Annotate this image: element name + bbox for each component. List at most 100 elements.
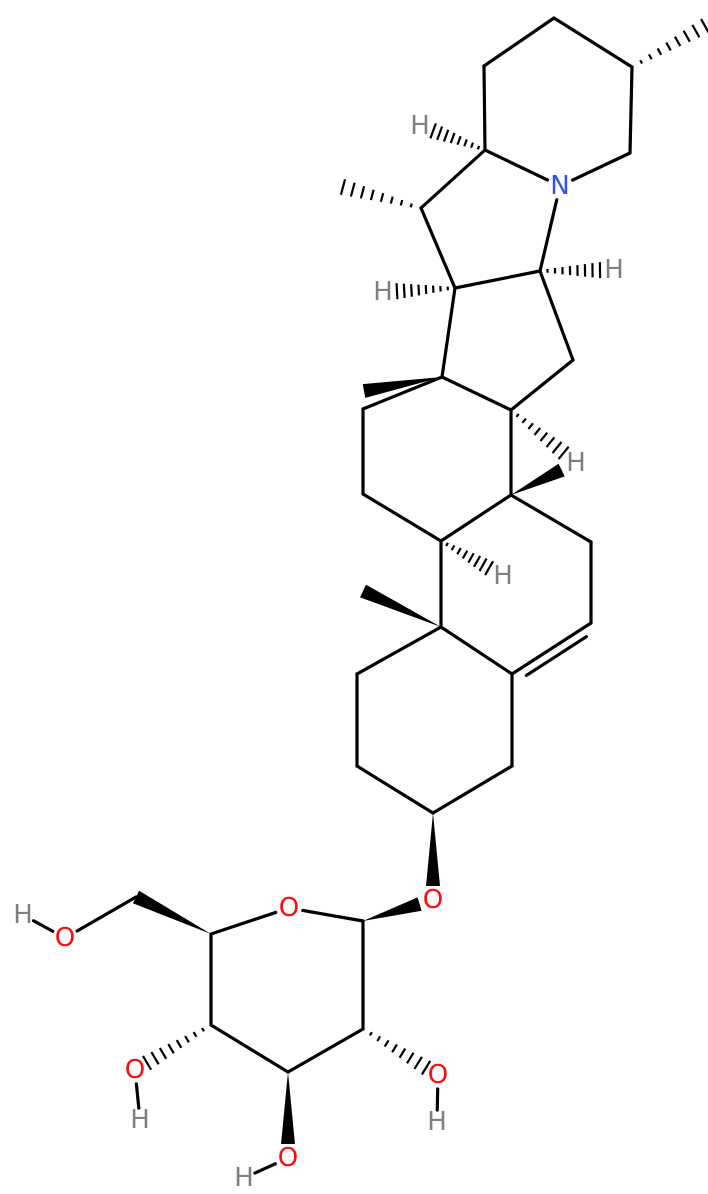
- hash-stroke: [368, 1031, 373, 1037]
- hash-stroke: [349, 182, 356, 197]
- hydrogen-hash-bond: [429, 122, 487, 152]
- hydrogen-hash-bond: [439, 539, 494, 576]
- hydroxyl-hash-bond: [361, 1027, 432, 1076]
- hydrogen-wedge-bond: [511, 463, 565, 495]
- bond-ring-f: [482, 64, 487, 152]
- bond-ring-d: [509, 358, 575, 412]
- bond-ring-e: [453, 269, 542, 290]
- hash-stroke: [445, 542, 449, 547]
- bond-sugar-ring: [209, 910, 278, 936]
- ch2oh-wedge-bond: [132, 890, 211, 934]
- hydrogen-label: H: [373, 277, 393, 307]
- hash-stroke: [359, 185, 366, 199]
- bond-ring-d: [440, 375, 513, 412]
- hash-stroke: [142, 1055, 153, 1071]
- hash-stroke: [409, 203, 413, 208]
- hash-stroke: [419, 206, 423, 210]
- methyl-wedge-bond: [360, 584, 441, 627]
- hash-stroke: [450, 544, 456, 551]
- hydrogen-label: H: [410, 111, 430, 141]
- hydrogen-hash-bond: [395, 283, 457, 300]
- hash-stroke: [429, 122, 437, 139]
- bond-ring-c: [361, 375, 444, 411]
- hydrogen-label: H: [493, 561, 513, 591]
- ring-oxygen-label: O: [279, 893, 299, 923]
- bond-ring-c: [439, 493, 513, 543]
- hash-stroke: [665, 42, 672, 51]
- hash-stroke: [383, 1039, 390, 1048]
- bond-ring-e: [419, 148, 487, 210]
- glycosidic-oxygen-label: O: [423, 885, 443, 915]
- hydroxyl-oxygen-label: O: [278, 1143, 298, 1173]
- hash-stroke: [467, 552, 475, 564]
- hash-stroke: [184, 1035, 190, 1043]
- double-bond-line: [524, 635, 589, 678]
- hydrogen-hash-bond: [509, 408, 570, 460]
- hydrogen-hash-bond: [538, 262, 602, 279]
- hydrogen-label: H: [566, 448, 586, 478]
- hash-stroke: [478, 557, 488, 572]
- bond-ring-b: [509, 493, 593, 544]
- hash-stroke: [395, 283, 399, 300]
- bonds: [31, 16, 634, 1175]
- bond-ring-b: [439, 625, 514, 676]
- bond-ring-a: [431, 764, 514, 815]
- methyl-hash-bond: [630, 18, 708, 69]
- hash-stroke: [417, 284, 421, 296]
- hash-stroke: [406, 1052, 415, 1064]
- bond-ring-f: [483, 148, 549, 182]
- hash-stroke: [175, 1039, 183, 1049]
- hash-stroke: [682, 30, 691, 43]
- hash-stroke: [376, 1035, 382, 1042]
- hydroxyl-oxygen-label: O: [55, 923, 75, 953]
- hash-stroke: [470, 142, 475, 149]
- oxygen-wedge-bond: [363, 897, 422, 921]
- hash-stroke: [533, 427, 541, 436]
- hash-stroke: [449, 132, 456, 144]
- hash-stroke: [476, 145, 481, 150]
- nitrogen-atom-label: N: [550, 171, 569, 201]
- methyl-hash-bond: [339, 178, 423, 210]
- hash-stroke: [515, 413, 520, 418]
- hash-stroke: [442, 129, 450, 142]
- hydroxyl-hash-bond: [142, 1023, 213, 1071]
- hash-stroke: [521, 417, 527, 424]
- hash-stroke: [391, 1043, 398, 1053]
- hash-stroke: [456, 135, 462, 146]
- hash-stroke: [551, 441, 563, 454]
- hash-stroke: [483, 148, 487, 152]
- hash-stroke: [656, 47, 663, 56]
- methyl-wedge-bond: [362, 377, 442, 398]
- hash-stroke: [158, 1047, 168, 1060]
- hash-stroke: [509, 408, 513, 412]
- hash-stroke: [630, 65, 634, 69]
- oxygen-wedge-bond: [426, 813, 440, 886]
- bond-ring-a: [355, 625, 443, 676]
- hash-stroke: [557, 445, 570, 460]
- hydroxyl-h-bond: [134, 1082, 141, 1110]
- hash-stroke: [379, 192, 385, 203]
- hash-stroke: [192, 1031, 198, 1038]
- hash-stroke: [201, 1027, 205, 1032]
- hydrogen-label: H: [130, 1105, 150, 1135]
- bond-ring-e: [538, 198, 559, 273]
- hash-stroke: [473, 555, 482, 568]
- bond-ring-f: [571, 151, 632, 182]
- hydroxyl-oxygen-label: O: [125, 1055, 145, 1085]
- bond-sugar-ring: [209, 1023, 290, 1074]
- hash-stroke: [369, 189, 375, 201]
- hash-stroke: [402, 283, 406, 298]
- hash-stroke: [420, 1060, 432, 1076]
- hydroxyl-h-bond: [31, 919, 55, 933]
- hash-stroke: [484, 560, 494, 576]
- hydrogen-label: H: [604, 255, 624, 285]
- hash-stroke: [691, 24, 701, 38]
- hydroxyl-bond: [75, 895, 138, 933]
- bond-ring-a: [355, 764, 435, 815]
- bond-ring-f: [628, 65, 634, 155]
- hash-stroke: [209, 1023, 213, 1027]
- hash-stroke: [539, 431, 549, 442]
- hash-stroke: [150, 1051, 160, 1065]
